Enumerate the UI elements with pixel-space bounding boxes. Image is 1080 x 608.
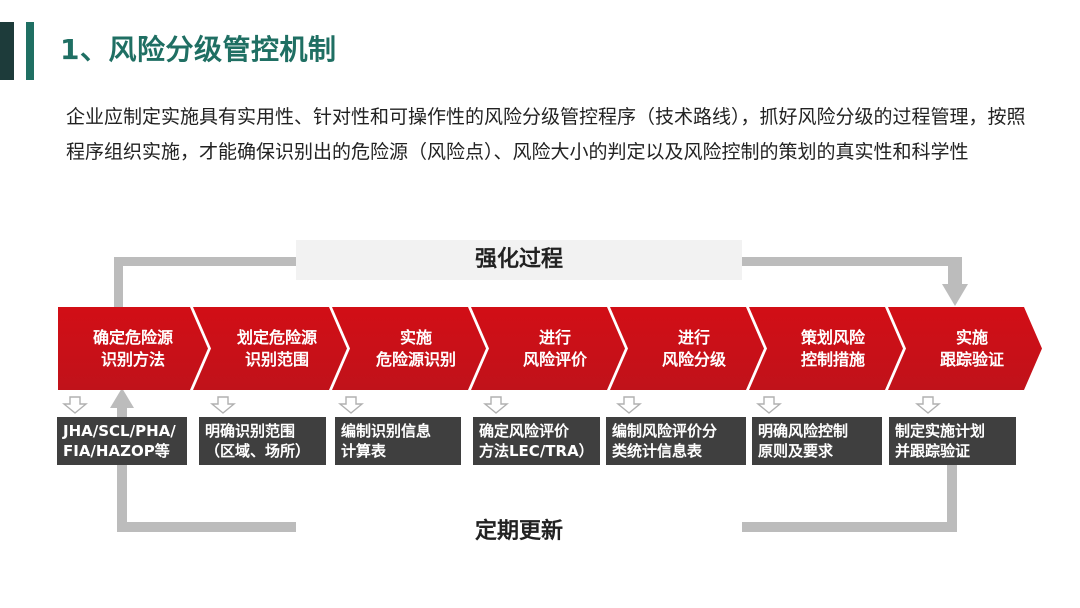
intro-paragraph: 企业应制定实施具有实用性、针对性和可操作性的风险分级管控程序（技术路线），抓好风… (66, 106, 1026, 163)
step-chevron-3: 实施 危险源识别 (332, 307, 486, 390)
step-detail-4: 确定风险评价 方法LEC/TRA） (473, 417, 600, 465)
title-accent-bar (0, 22, 14, 80)
step-chevron-2: 划定危险源 识别范围 (193, 307, 347, 390)
step-detail-5: 编制风险评价分 类统计信息表 (606, 417, 746, 465)
step-label-2: 划定危险源 识别范围 (236, 327, 317, 369)
hollow-arrow-down-icon (62, 396, 88, 414)
loop-line-left-bottom (117, 405, 127, 532)
step-detail-7: 制定实施计划 并跟踪验证 (889, 417, 1016, 465)
step-label-3: 实施 危险源识别 (375, 327, 456, 369)
step-chevron-6: 策划风险 控制措施 (749, 307, 903, 390)
step-detail-1: JHA/SCL/PHA/ FIA/HAZOP等 (57, 417, 187, 465)
step-detail-2: 明确识别范围 （区域、场所） (199, 417, 326, 465)
step-chevron-5: 进行 风险分级 (610, 307, 764, 390)
step-chevron-1: 确定危险源 识别方法 (58, 307, 208, 390)
hollow-arrow-down-icon (616, 396, 642, 414)
loop-line-right-top (948, 257, 962, 285)
step-detail-3: 编制识别信息 计算表 (335, 417, 461, 465)
arrow-up-icon (110, 388, 134, 408)
step-label-5: 进行 风险分级 (661, 327, 726, 369)
step-chevron-4: 进行 风险评价 (471, 307, 625, 390)
hollow-arrow-down-icon (915, 396, 941, 414)
loop-label-update: 定期更新 (296, 512, 742, 552)
hollow-arrow-down-icon (756, 396, 782, 414)
hollow-arrow-down-icon (210, 396, 236, 414)
step-label-1: 确定危险源 识别方法 (92, 327, 173, 369)
title-accent-bar-teal (26, 22, 34, 80)
hollow-arrow-down-icon (338, 396, 364, 414)
loop-label-strengthen: 强化过程 (296, 240, 742, 280)
page-title: 1、风险分级管控机制 (60, 33, 337, 66)
arrow-down-icon (942, 284, 968, 306)
step-label-4: 进行 风险评价 (522, 327, 587, 369)
loop-line-left-top (114, 257, 123, 309)
step-label-6: 策划风险 控制措施 (800, 327, 865, 369)
hollow-arrow-down-icon (483, 396, 509, 414)
step-chevron-7: 实施 跟踪验证 (888, 307, 1042, 390)
loop-line-right-bottom (947, 465, 957, 532)
step-detail-6: 明确风险控制 原则及要求 (752, 417, 882, 465)
step-label-7: 实施 跟踪验证 (939, 327, 1004, 369)
